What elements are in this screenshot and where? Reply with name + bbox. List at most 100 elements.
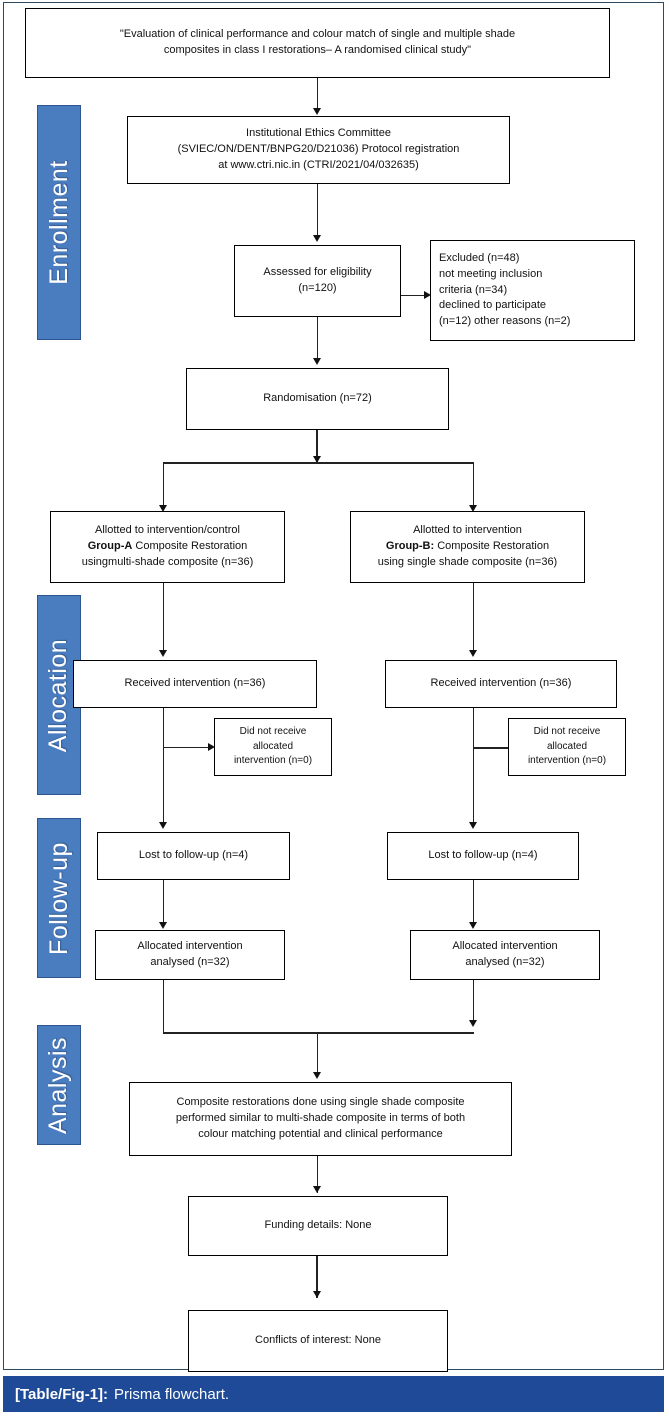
excluded-line4: declined to participate bbox=[439, 299, 547, 312]
connector-merge-bar bbox=[163, 1032, 474, 1034]
group-b-line1: Allotted to intervention bbox=[413, 524, 522, 537]
analysed-a-line1: Allocated intervention bbox=[137, 940, 243, 953]
connector-title-to-ethics bbox=[317, 78, 318, 110]
stage-label-followup: Follow-up bbox=[44, 841, 73, 955]
connector-conclusion-to-funding bbox=[317, 1156, 318, 1193]
connector-randomisation-split bbox=[163, 462, 474, 464]
connector-lost-b-to-analysed-b bbox=[473, 880, 474, 927]
group-b-line2-rest: Composite Restoration bbox=[434, 540, 550, 553]
stage-bar-analysis: Analysis bbox=[37, 1025, 81, 1145]
arrow-merge-to-conclusion bbox=[313, 1072, 321, 1079]
connector-received-a-down bbox=[163, 708, 164, 826]
node-randomisation: Randomisation (n=72) bbox=[186, 368, 449, 430]
arrow-to-lost-followup-b bbox=[469, 822, 477, 829]
funding-line1: Funding details: None bbox=[264, 1219, 372, 1232]
connector-lost-a-to-analysed-a bbox=[163, 880, 164, 927]
excluded-line5: (n=12) other reasons (n=2) bbox=[439, 315, 571, 328]
notreceived-a-line3: intervention (n=0) bbox=[233, 755, 313, 767]
study-title-line1: "Evaluation of clinical performance and … bbox=[119, 28, 516, 41]
group-a-label: Group-A bbox=[87, 540, 133, 553]
arrow-funding-to-conflicts bbox=[313, 1291, 321, 1298]
lost-b-line1: Lost to follow-up (n=4) bbox=[428, 849, 538, 862]
node-funding-details: Funding details: None bbox=[188, 1196, 448, 1256]
assessed-line2: (n=120) bbox=[298, 282, 337, 294]
analysed-b-line1: Allocated intervention bbox=[452, 940, 558, 953]
notreceived-a-line1: Did not receive bbox=[239, 726, 307, 738]
connector-analysed-a-down bbox=[163, 980, 164, 1032]
conclusion-line1: Composite restorations done using single… bbox=[176, 1096, 465, 1109]
node-group-b-allotted: Allotted to intervention Group-B: Compos… bbox=[350, 511, 585, 583]
node-ethics-committee: Institutional Ethics Committee (SVIEC/ON… bbox=[127, 116, 510, 184]
node-did-not-receive-a: Did not receive allocated intervention (… bbox=[214, 718, 332, 776]
stage-bar-enrollment: Enrollment bbox=[37, 105, 81, 340]
group-b-label: Group-B: bbox=[385, 540, 435, 553]
connector-group-a-to-received-a bbox=[163, 583, 164, 655]
assessed-line1: Assessed for eligibility bbox=[263, 266, 372, 279]
group-a-line3: usingmulti-shade composite (n=36) bbox=[81, 555, 254, 568]
notreceived-b-line3: intervention (n=0) bbox=[527, 755, 607, 767]
node-did-not-receive-b: Did not receive allocated intervention (… bbox=[508, 718, 626, 776]
arrow-received-a-to-notreceived-a bbox=[208, 743, 215, 751]
randomisation-line1: Randomisation (n=72) bbox=[263, 392, 372, 405]
arrow-to-lost-followup-a bbox=[159, 822, 167, 829]
ethics-line2: (SVIEC/ON/DENT/BNPG20/D21036) Protocol r… bbox=[177, 143, 460, 156]
figure-caption-tag: [Table/Fig-1]: bbox=[15, 1385, 109, 1403]
arrow-group-a-to-received-a bbox=[159, 650, 167, 657]
study-title-line2: composites in class I restorations– A ra… bbox=[163, 44, 472, 56]
group-b-line3: using single shade composite (n=36) bbox=[377, 555, 558, 568]
notreceived-b-line2: allocated bbox=[546, 740, 588, 752]
connector-analysed-b-down bbox=[473, 980, 474, 1025]
node-received-intervention-a: Received intervention (n=36) bbox=[73, 660, 317, 708]
arrow-assessed-to-excluded bbox=[424, 291, 431, 299]
arrow-group-b-to-received-b bbox=[469, 650, 477, 657]
arrow-split-right-leg bbox=[469, 505, 477, 512]
notreceived-b-line1: Did not receive bbox=[533, 726, 601, 738]
node-study-title: "Evaluation of clinical performance and … bbox=[25, 8, 610, 78]
node-allocated-intervention-analysed-a: Allocated intervention analysed (n=32) bbox=[95, 930, 285, 980]
arrow-lost-b-to-analysed-b bbox=[469, 922, 477, 929]
notreceived-a-line2: allocated bbox=[252, 740, 294, 752]
excluded-line2: not meeting inclusion bbox=[439, 267, 543, 280]
connector-received-a-to-notreceived-a bbox=[163, 747, 213, 748]
connector-group-b-to-received-b bbox=[473, 583, 474, 655]
stage-label-allocation: Allocation bbox=[44, 638, 73, 752]
arrow-split-left-leg bbox=[159, 505, 167, 512]
connector-received-b-to-notreceived-b bbox=[473, 747, 517, 749]
connector-split-left-leg bbox=[163, 462, 164, 510]
connector-assessed-to-excluded bbox=[401, 295, 429, 296]
node-assessed-for-eligibility: Assessed for eligibility (n=120) bbox=[234, 245, 401, 317]
connector-funding-to-conflicts bbox=[316, 1256, 318, 1298]
node-lost-to-followup-b: Lost to follow-up (n=4) bbox=[387, 832, 579, 880]
arrow-title-to-ethics bbox=[313, 108, 321, 115]
arrow-ethics-to-assessed bbox=[313, 235, 321, 242]
node-conflicts-of-interest: Conflicts of interest: None bbox=[188, 1310, 448, 1372]
excluded-line3: criteria (n=34) bbox=[439, 283, 508, 296]
group-a-line1: Allotted to intervention/control bbox=[95, 524, 240, 537]
node-group-a-allotted: Allotted to intervention/control Group-A… bbox=[50, 511, 285, 583]
connector-received-b-down bbox=[473, 708, 474, 826]
arrow-randomisation-stem bbox=[313, 456, 321, 463]
group-a-line2-rest: Composite Restoration bbox=[132, 540, 248, 553]
arrow-assessed-to-randomisation bbox=[313, 358, 321, 365]
conclusion-line3: colour matching potential and clinical p… bbox=[198, 1127, 443, 1140]
arrow-lost-a-to-analysed-a bbox=[159, 922, 167, 929]
conflicts-line1: Conflicts of interest: None bbox=[255, 1334, 381, 1347]
node-allocated-intervention-analysed-b: Allocated intervention analysed (n=32) bbox=[410, 930, 600, 980]
stage-bar-followup: Follow-up bbox=[37, 818, 81, 978]
analysed-a-line2: analysed (n=32) bbox=[150, 956, 230, 968]
figure-caption-text: Prisma flowchart. bbox=[114, 1385, 230, 1403]
arrow-analysed-b-into-merge bbox=[469, 1020, 477, 1027]
analysed-b-line2: analysed (n=32) bbox=[465, 956, 545, 968]
node-received-intervention-b: Received intervention (n=36) bbox=[385, 660, 617, 708]
node-lost-to-followup-a: Lost to follow-up (n=4) bbox=[97, 832, 290, 880]
arrow-conclusion-to-funding bbox=[313, 1186, 321, 1193]
connector-merge-to-conclusion bbox=[317, 1032, 318, 1076]
stage-label-enrollment: Enrollment bbox=[44, 160, 73, 285]
node-excluded: Excluded (n=48) not meeting inclusion cr… bbox=[430, 240, 635, 341]
connector-split-right-leg bbox=[473, 462, 474, 510]
ethics-line3: at www.ctri.nic.in (CTRI/2021/04/032635) bbox=[218, 158, 419, 171]
stage-label-analysis: Analysis bbox=[44, 1036, 73, 1134]
received-a-line1: Received intervention (n=36) bbox=[124, 677, 266, 690]
figure-caption-bar: [Table/Fig-1]: Prisma flowchart. bbox=[3, 1376, 664, 1412]
